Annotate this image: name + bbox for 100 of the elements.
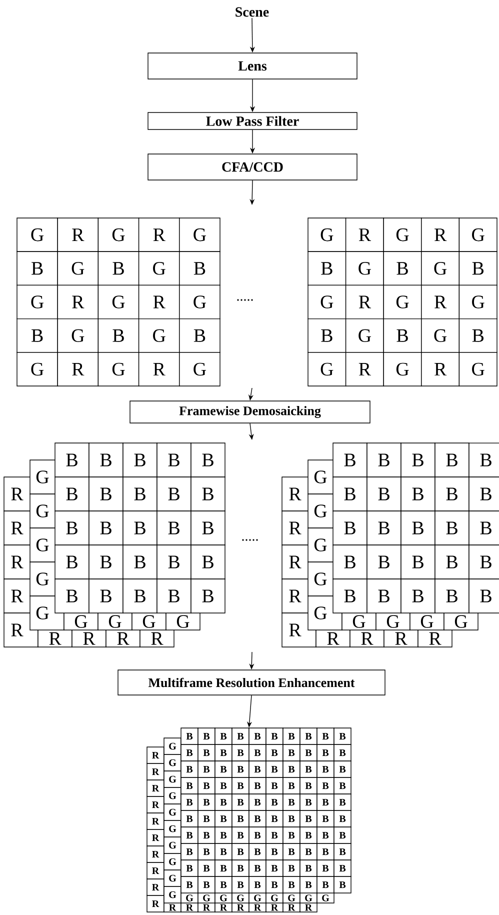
grid-cell: R xyxy=(421,218,460,252)
grid-cell: B xyxy=(232,876,250,894)
grid-cell: B xyxy=(54,510,90,546)
grid-cell: R xyxy=(138,218,180,252)
grid-cell: G xyxy=(383,284,422,320)
grid-cell: B xyxy=(248,860,266,877)
grid-cell: R xyxy=(57,352,99,386)
grid-cell: B xyxy=(248,876,266,894)
process-box: Low Pass Filter xyxy=(148,112,358,130)
grid-cell: B xyxy=(300,810,318,828)
grid-cell: B xyxy=(332,476,368,512)
grid-cell: B xyxy=(180,876,198,894)
grid-cell: B xyxy=(334,728,352,745)
grid-cell: B xyxy=(198,810,216,828)
grid-cell: G xyxy=(164,770,182,788)
grid-cell: B xyxy=(190,476,226,512)
grid-cell: B xyxy=(282,728,300,745)
grid-cell: B xyxy=(214,826,232,844)
grid-cell: B xyxy=(179,251,220,286)
grid-cell: B xyxy=(316,843,334,860)
grid-cell: R xyxy=(146,846,164,863)
grid-cell: G xyxy=(458,218,498,252)
grid-cell: R xyxy=(146,780,164,797)
grid-cell: B xyxy=(266,826,284,844)
grid-cell: R xyxy=(146,895,164,912)
grid-cell: B xyxy=(248,760,266,778)
grid-cell: B xyxy=(248,794,266,811)
grid-cell: G xyxy=(458,284,498,320)
grid-cell: B xyxy=(88,442,124,478)
grid-cell: B xyxy=(434,442,470,478)
grid-cell: B xyxy=(198,826,216,844)
grid-cell: B xyxy=(366,442,402,478)
grid-cell: G xyxy=(164,870,182,887)
grid-cell: B xyxy=(98,251,140,286)
grid-cell: B xyxy=(214,860,232,877)
grid-cell: G xyxy=(164,853,182,870)
grid-cell: B xyxy=(316,860,334,877)
grid-cell: G xyxy=(179,218,220,252)
grid-cell: R xyxy=(345,218,384,252)
grid-cell: B xyxy=(282,777,300,794)
grid-cell: B xyxy=(180,777,198,794)
grid-cell: B xyxy=(266,777,284,794)
grid-cell: B xyxy=(282,744,300,762)
grid-cell: B xyxy=(214,777,232,794)
grid-cell: G xyxy=(421,251,460,286)
grid-cell: B xyxy=(190,578,226,614)
grid-cell: B xyxy=(248,843,266,860)
grid-cell: B xyxy=(232,728,250,745)
grid-cell: B xyxy=(366,476,402,512)
grid-cell: B xyxy=(316,810,334,828)
grid-cell: B xyxy=(122,544,158,580)
grid-cell: B xyxy=(434,476,470,512)
grid-cell: B xyxy=(16,251,58,286)
grid-cell: B xyxy=(88,578,124,614)
grid-cell: R xyxy=(146,763,164,780)
grid-cell: B xyxy=(214,760,232,778)
grid-cell: B xyxy=(266,794,284,811)
grid-cell: B xyxy=(180,810,198,828)
grid-cell: B xyxy=(468,510,499,546)
grid-cell: B xyxy=(366,544,402,580)
grid-cell: B xyxy=(300,760,318,778)
grid-cell: B xyxy=(282,876,300,894)
grid-cell: B xyxy=(383,251,422,286)
grid-cell: B xyxy=(266,760,284,778)
process-box: Lens xyxy=(148,52,358,80)
grid-cell: B xyxy=(16,318,58,353)
grid-cell: B xyxy=(214,794,232,811)
grid-cell: B xyxy=(434,544,470,580)
grid-cell: B xyxy=(334,860,352,877)
grid-cell: B xyxy=(316,777,334,794)
grid-cell: B xyxy=(458,318,498,353)
grid-cell: B xyxy=(468,578,499,614)
grid-cell: R xyxy=(146,796,164,814)
input-label: Scene xyxy=(236,7,269,17)
grid-cell: B xyxy=(198,876,216,894)
grid-cell: B xyxy=(400,544,436,580)
grid-cell: G xyxy=(138,251,180,286)
grid-cell: B xyxy=(266,744,284,762)
grid-cell: G xyxy=(345,251,384,286)
grid-cell: B xyxy=(266,860,284,877)
grid-cell: G xyxy=(458,352,498,386)
grid-cell: B xyxy=(266,810,284,828)
grid-cell: B xyxy=(122,578,158,614)
grid-cell: B xyxy=(434,510,470,546)
grid-cell: B xyxy=(180,728,198,745)
grid-cell: B xyxy=(266,728,284,745)
grid-cell: B xyxy=(334,777,352,794)
grid-cell: B xyxy=(308,251,346,286)
grid-cell: R xyxy=(146,746,164,764)
grid-cell: R xyxy=(345,352,384,386)
grid-cell: G xyxy=(98,352,140,386)
grid-cell: B xyxy=(54,578,90,614)
grid-cell: B xyxy=(180,860,198,877)
grid-cell: G xyxy=(164,804,182,821)
grid-cell: G xyxy=(57,251,99,286)
grid-cell: B xyxy=(332,442,368,478)
grid-cell: B xyxy=(334,744,352,762)
grid-cell: B xyxy=(282,810,300,828)
grid-cell: B xyxy=(156,476,192,512)
grid-cell: B xyxy=(214,876,232,894)
